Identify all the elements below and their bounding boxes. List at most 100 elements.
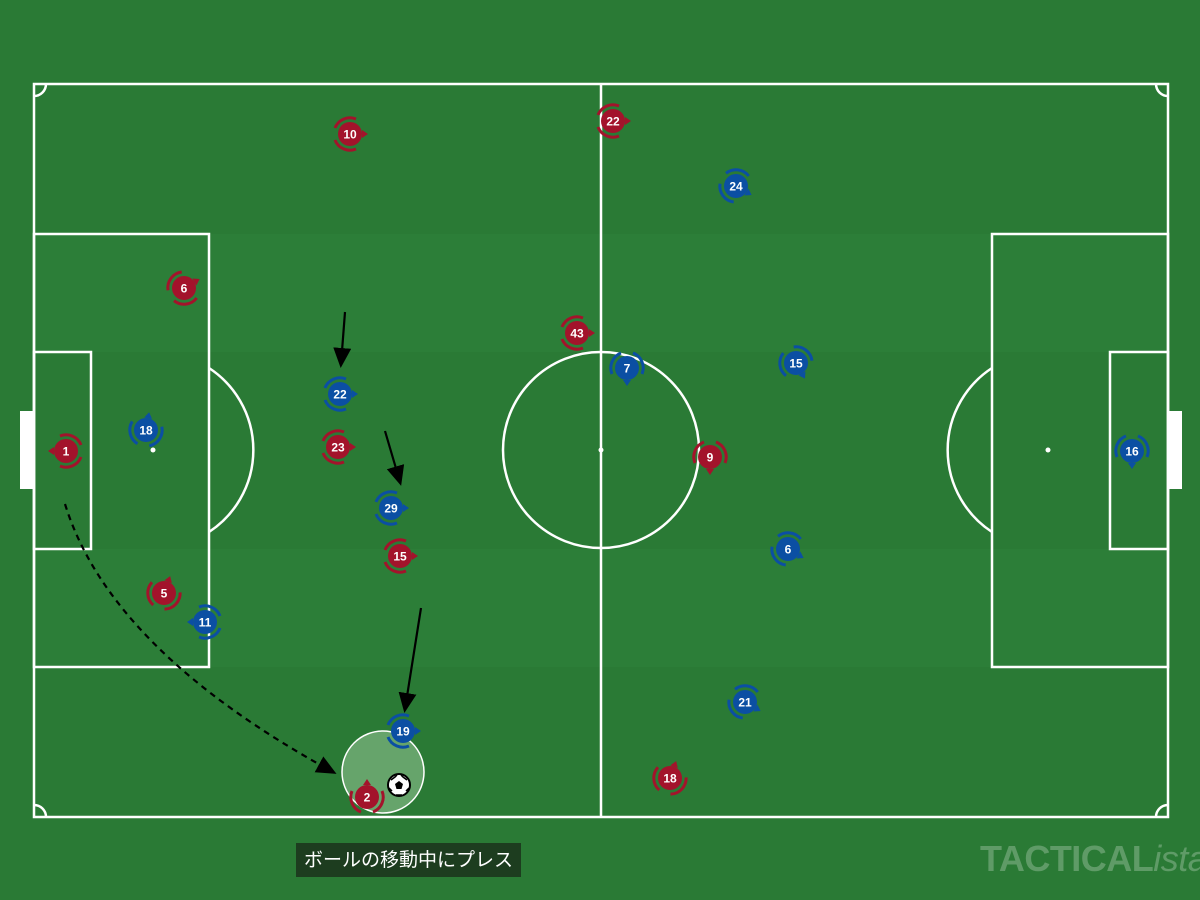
player-number: 11 xyxy=(199,616,212,630)
player-facing-marker xyxy=(1128,463,1136,469)
red-player-token: 23 xyxy=(321,429,356,465)
player-body xyxy=(776,537,800,561)
player-arms xyxy=(59,433,83,469)
player-body xyxy=(388,544,412,568)
press-arrow xyxy=(333,311,352,368)
player-number: 24 xyxy=(729,180,743,194)
pass-arrow xyxy=(63,503,337,774)
player-arms xyxy=(770,531,802,567)
blue-player-token: 22 xyxy=(323,376,358,412)
left-goal xyxy=(20,411,34,489)
player-arms xyxy=(1114,434,1150,458)
player-arms xyxy=(692,440,728,464)
player-number: 18 xyxy=(139,424,153,438)
blue-player-token: 16 xyxy=(1114,434,1150,469)
corner-arc xyxy=(33,83,48,98)
player-facing-marker xyxy=(48,447,54,455)
red-player-token: 22 xyxy=(596,103,631,139)
player-body xyxy=(355,785,379,809)
player-facing-marker xyxy=(753,704,761,712)
player-facing-marker xyxy=(144,412,153,419)
player-arms xyxy=(778,345,814,377)
player-number: 5 xyxy=(161,587,168,601)
player-facing-marker xyxy=(623,380,631,386)
blue-player-token: 18 xyxy=(128,412,164,448)
player-number: 2 xyxy=(364,791,371,805)
blue-player-token: 7 xyxy=(609,351,645,386)
player-arms xyxy=(718,168,750,204)
player-number: 22 xyxy=(333,388,347,402)
player-arms xyxy=(146,581,182,611)
player-number: 15 xyxy=(789,357,803,371)
player-body xyxy=(733,690,757,714)
blue-player-token: 11 xyxy=(187,604,222,640)
player-body xyxy=(615,356,639,380)
right-penalty-arc xyxy=(946,366,993,534)
red-player-token: 18 xyxy=(652,761,688,796)
player-body xyxy=(326,435,350,459)
player-body xyxy=(784,351,808,375)
player-body xyxy=(698,445,722,469)
corner-arc xyxy=(33,803,48,818)
player-facing-marker xyxy=(164,576,172,584)
left-penalty-arc xyxy=(208,366,255,534)
player-arms xyxy=(383,538,407,574)
player-number: 15 xyxy=(393,550,407,564)
player-number: 21 xyxy=(738,696,752,710)
red-player-token: 2 xyxy=(349,779,385,814)
player-body xyxy=(601,109,625,133)
player-number: 19 xyxy=(396,725,410,739)
player-arms xyxy=(323,376,347,412)
player-arms xyxy=(198,604,222,640)
player-facing-marker xyxy=(187,618,193,626)
player-body xyxy=(391,719,415,743)
player-number: 7 xyxy=(624,362,631,376)
player-facing-marker xyxy=(415,727,421,735)
soccer-ball-icon xyxy=(387,773,411,797)
player-facing-marker xyxy=(412,552,418,560)
player-arms xyxy=(321,429,345,465)
red-player-token: 15 xyxy=(383,538,418,574)
player-facing-marker xyxy=(589,329,595,337)
player-number: 1 xyxy=(63,445,70,459)
blue-player-token: 15 xyxy=(778,345,814,379)
player-number: 23 xyxy=(331,441,345,455)
left-penalty-spot xyxy=(150,447,156,453)
right-penalty-spot xyxy=(1045,447,1051,453)
movement-arrows xyxy=(63,311,423,774)
player-facing-marker xyxy=(363,779,371,785)
player-body xyxy=(379,496,403,520)
watermark-logo: TACTICALista xyxy=(980,838,1200,880)
player-body xyxy=(724,174,748,198)
player-facing-marker xyxy=(670,761,678,769)
player-body xyxy=(172,276,196,300)
player-facing-marker xyxy=(798,371,806,379)
player-facing-marker xyxy=(403,504,409,512)
field-marks xyxy=(20,411,1182,489)
player-arms xyxy=(386,713,410,749)
blue-player-token: 29 xyxy=(374,490,409,526)
player-arms xyxy=(349,790,385,814)
player-body xyxy=(565,321,589,345)
press-arrow xyxy=(398,607,423,713)
player-number: 43 xyxy=(570,327,584,341)
player-number: 18 xyxy=(663,772,677,786)
player-arms xyxy=(609,351,645,375)
red-player-token: 10 xyxy=(333,116,368,152)
blue-player-token: 24 xyxy=(718,168,752,204)
press-arrow xyxy=(383,430,405,486)
player-number: 9 xyxy=(707,451,714,465)
player-facing-marker xyxy=(352,390,358,398)
player-arms xyxy=(333,116,357,152)
corner-arc xyxy=(1154,803,1169,818)
center-spot xyxy=(598,447,604,453)
player-facing-marker xyxy=(744,188,752,196)
red-player-token: 9 xyxy=(692,440,728,475)
player-body xyxy=(658,766,682,790)
player-arms xyxy=(166,270,198,306)
player-arms xyxy=(374,490,398,526)
blue-player-token: 19 xyxy=(386,713,421,749)
red-player-token: 43 xyxy=(560,315,595,351)
player-arms xyxy=(596,103,620,139)
